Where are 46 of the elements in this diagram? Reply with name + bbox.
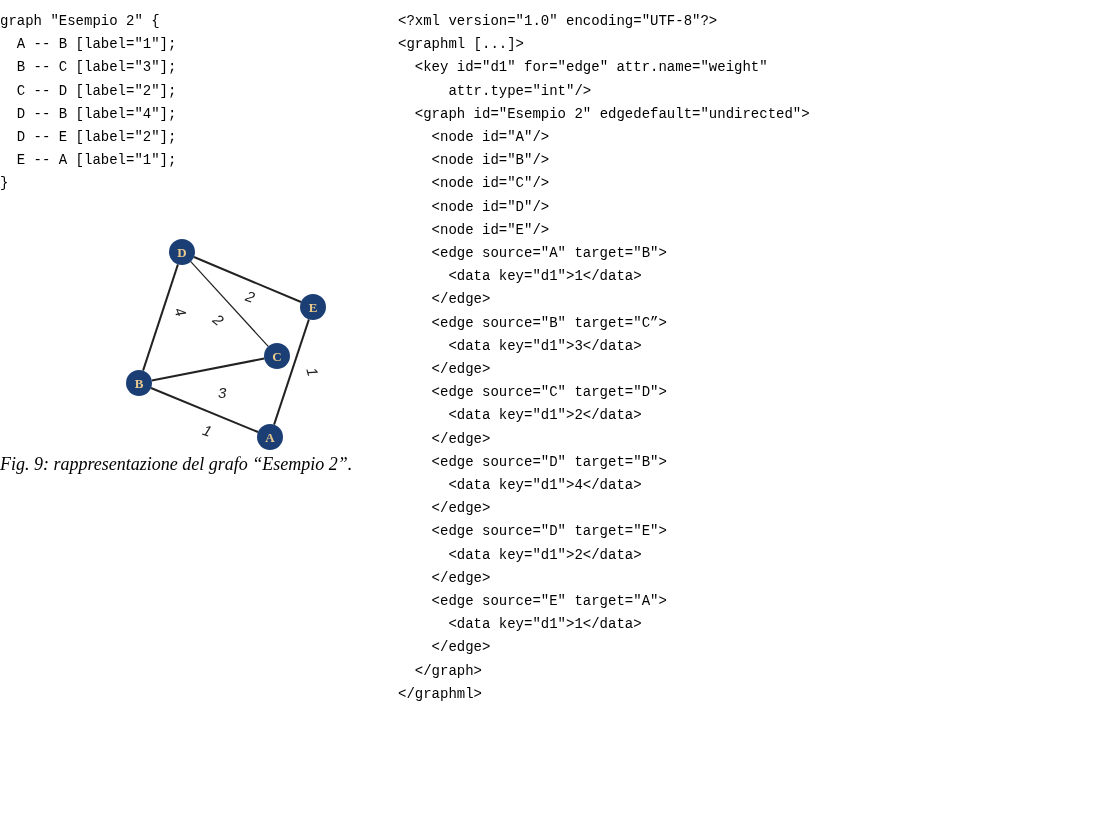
code-line: <?xml version="1.0" encoding="UTF-8"?> bbox=[398, 12, 718, 30]
code-line: D -- B [label="4"]; bbox=[16, 104, 177, 123]
code-line: </edge> bbox=[431, 429, 491, 448]
code-line: <node id="D"/> bbox=[431, 197, 550, 216]
code-line: E -- A [label="1"]; bbox=[16, 151, 177, 170]
code-line: <data key="d1">1</data> bbox=[448, 267, 642, 286]
code-line: </edge> bbox=[431, 290, 491, 309]
code-line: <edge source="E" target="A"> bbox=[431, 592, 667, 610]
code-line: <graph id="Esempio 2" edgedefault="undirected"> bbox=[414, 104, 810, 123]
code-line: <key id="d1" for="edge" attr.name="weight" bbox=[414, 58, 768, 77]
code-line: attr.type="int"/> bbox=[448, 81, 592, 100]
code-line: graph "Esempio 2" { bbox=[0, 12, 160, 30]
code-line: <data key="d1">2</data> bbox=[448, 545, 642, 564]
code-line: <node id="C"/> bbox=[431, 174, 550, 193]
edge-line bbox=[190, 261, 269, 347]
code-line: <data key="d1">1</data> bbox=[448, 615, 642, 634]
code-line: <data key="d1">2</data> bbox=[448, 406, 642, 425]
code-line: B -- C [label="3"]; bbox=[16, 58, 177, 77]
edge-line bbox=[150, 357, 266, 382]
code-line: <graphml [...]> bbox=[398, 35, 525, 54]
code-line: </edge> bbox=[431, 568, 491, 587]
code-line: </edge> bbox=[431, 360, 491, 378]
figure-caption: Fig. 9: rappresentazione del grafo “Esempio 2”. bbox=[0, 453, 354, 475]
edge-line bbox=[193, 256, 302, 303]
edge-line bbox=[150, 386, 259, 434]
code-line: </edge> bbox=[431, 499, 491, 518]
code-line: <data key="d1">3</data> bbox=[448, 336, 642, 355]
code-line: <node id="B"/> bbox=[431, 151, 550, 170]
code-line: } bbox=[0, 174, 9, 193]
code-line: <data key="d1">4</data> bbox=[448, 476, 642, 494]
code-line: </graphml> bbox=[398, 684, 482, 703]
edge-label: 3 bbox=[217, 385, 228, 401]
code-line: <node id="A"/> bbox=[431, 128, 550, 146]
code-line: <edge source="D" target="B"> bbox=[431, 452, 667, 471]
code-line: </edge> bbox=[431, 638, 491, 657]
code-line: <edge source="D" target="E"> bbox=[431, 522, 667, 541]
code-line: </graph> bbox=[414, 661, 482, 680]
code-line: <edge source="B" target="C”> bbox=[431, 313, 667, 332]
edge-line bbox=[273, 318, 310, 426]
code-line: <edge source="A" target="B"> bbox=[431, 244, 667, 262]
code-line: D -- E [label="2"]; bbox=[16, 128, 177, 146]
edge-line bbox=[142, 263, 179, 372]
code-line: <edge source="C" target="D"> bbox=[431, 383, 667, 402]
code-line: <node id="E"/> bbox=[431, 220, 550, 239]
code-line: A -- B [label="1"]; bbox=[16, 35, 177, 54]
code-line: C -- D [label="2"]; bbox=[16, 81, 177, 100]
